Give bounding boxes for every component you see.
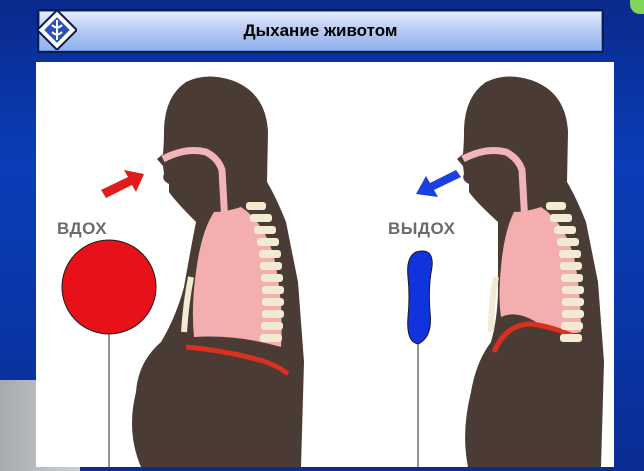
exhale-label: ВЫДОХ [388, 219, 455, 239]
inhale-label: ВДОХ [57, 219, 107, 239]
title-bar: Дыхание животом [37, 9, 604, 53]
inflated-balloon [62, 240, 156, 334]
exhale-arrow-icon [416, 170, 461, 197]
exhale-figure [408, 76, 604, 467]
deflated-balloon [408, 251, 433, 344]
page-title: Дыхание животом [39, 21, 602, 41]
inhale-arrow-icon [101, 170, 144, 198]
inhale-figure [62, 76, 304, 467]
corner-accent [630, 0, 644, 14]
caduceus-diamond-icon [37, 10, 77, 50]
breathing-diagram: ВДОХ ВЫДОХ [36, 62, 614, 467]
